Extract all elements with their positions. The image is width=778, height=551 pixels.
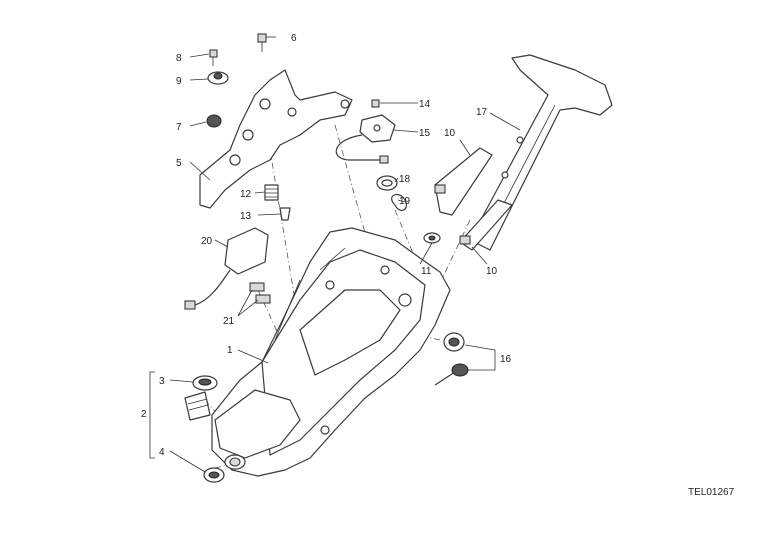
part-16-lock-key[interactable] <box>434 332 469 386</box>
part-1-frame[interactable] <box>211 227 451 477</box>
leader-lines <box>149 36 521 473</box>
callout-10-lower: 10 <box>486 266 498 277</box>
callout-10-upper: 10 <box>444 128 456 139</box>
callout-4: 4 <box>159 447 165 458</box>
part-13-pin[interactable] <box>279 207 291 221</box>
callout-17: 17 <box>476 107 488 118</box>
callout-2: 2 <box>141 409 147 420</box>
callout-1: 1 <box>227 345 233 356</box>
callout-14: 14 <box>419 99 431 110</box>
part-9-washer[interactable] <box>207 71 229 85</box>
callout-18: 18 <box>399 174 411 185</box>
part-3-cap[interactable] <box>192 375 218 391</box>
callout-8: 8 <box>176 53 182 64</box>
callout-5: 5 <box>176 158 182 169</box>
callout-13: 13 <box>240 211 252 222</box>
callout-16: 16 <box>500 354 512 365</box>
part-8-screw[interactable] <box>209 49 218 66</box>
part-15-latch[interactable] <box>335 114 396 164</box>
part-2-socket[interactable] <box>184 391 211 421</box>
part-18-ring[interactable] <box>376 175 398 191</box>
part-10-slider-lower[interactable] <box>459 199 513 251</box>
part-11-washer[interactable] <box>423 232 441 244</box>
part-14-screw[interactable] <box>371 99 380 108</box>
callout-12: 12 <box>240 189 252 200</box>
drawing-code: TEL01267 <box>688 487 735 498</box>
part-21-pads[interactable] <box>249 282 271 304</box>
part-12-spring[interactable] <box>264 184 279 201</box>
callout-20: 20 <box>201 236 213 247</box>
part-7-cap[interactable] <box>206 114 222 128</box>
part-4-nut[interactable] <box>203 467 225 483</box>
part-6-screw[interactable] <box>257 33 267 52</box>
callout-7: 7 <box>176 122 182 133</box>
callout-21: 21 <box>223 316 235 327</box>
part-10-slider-upper[interactable] <box>434 147 493 216</box>
callout-labels: 1 2 3 4 5 6 7 8 9 10 10 11 12 13 14 15 1… <box>141 33 735 498</box>
part-5-bracket[interactable] <box>199 69 353 209</box>
callout-15: 15 <box>419 128 431 139</box>
part-20-module[interactable] <box>184 227 269 310</box>
part-19-spring[interactable] <box>391 193 407 212</box>
callout-3: 3 <box>159 376 165 387</box>
callout-9: 9 <box>176 76 182 87</box>
callout-6: 6 <box>291 33 297 44</box>
callout-19: 19 <box>399 196 411 207</box>
callout-11: 11 <box>421 266 432 277</box>
